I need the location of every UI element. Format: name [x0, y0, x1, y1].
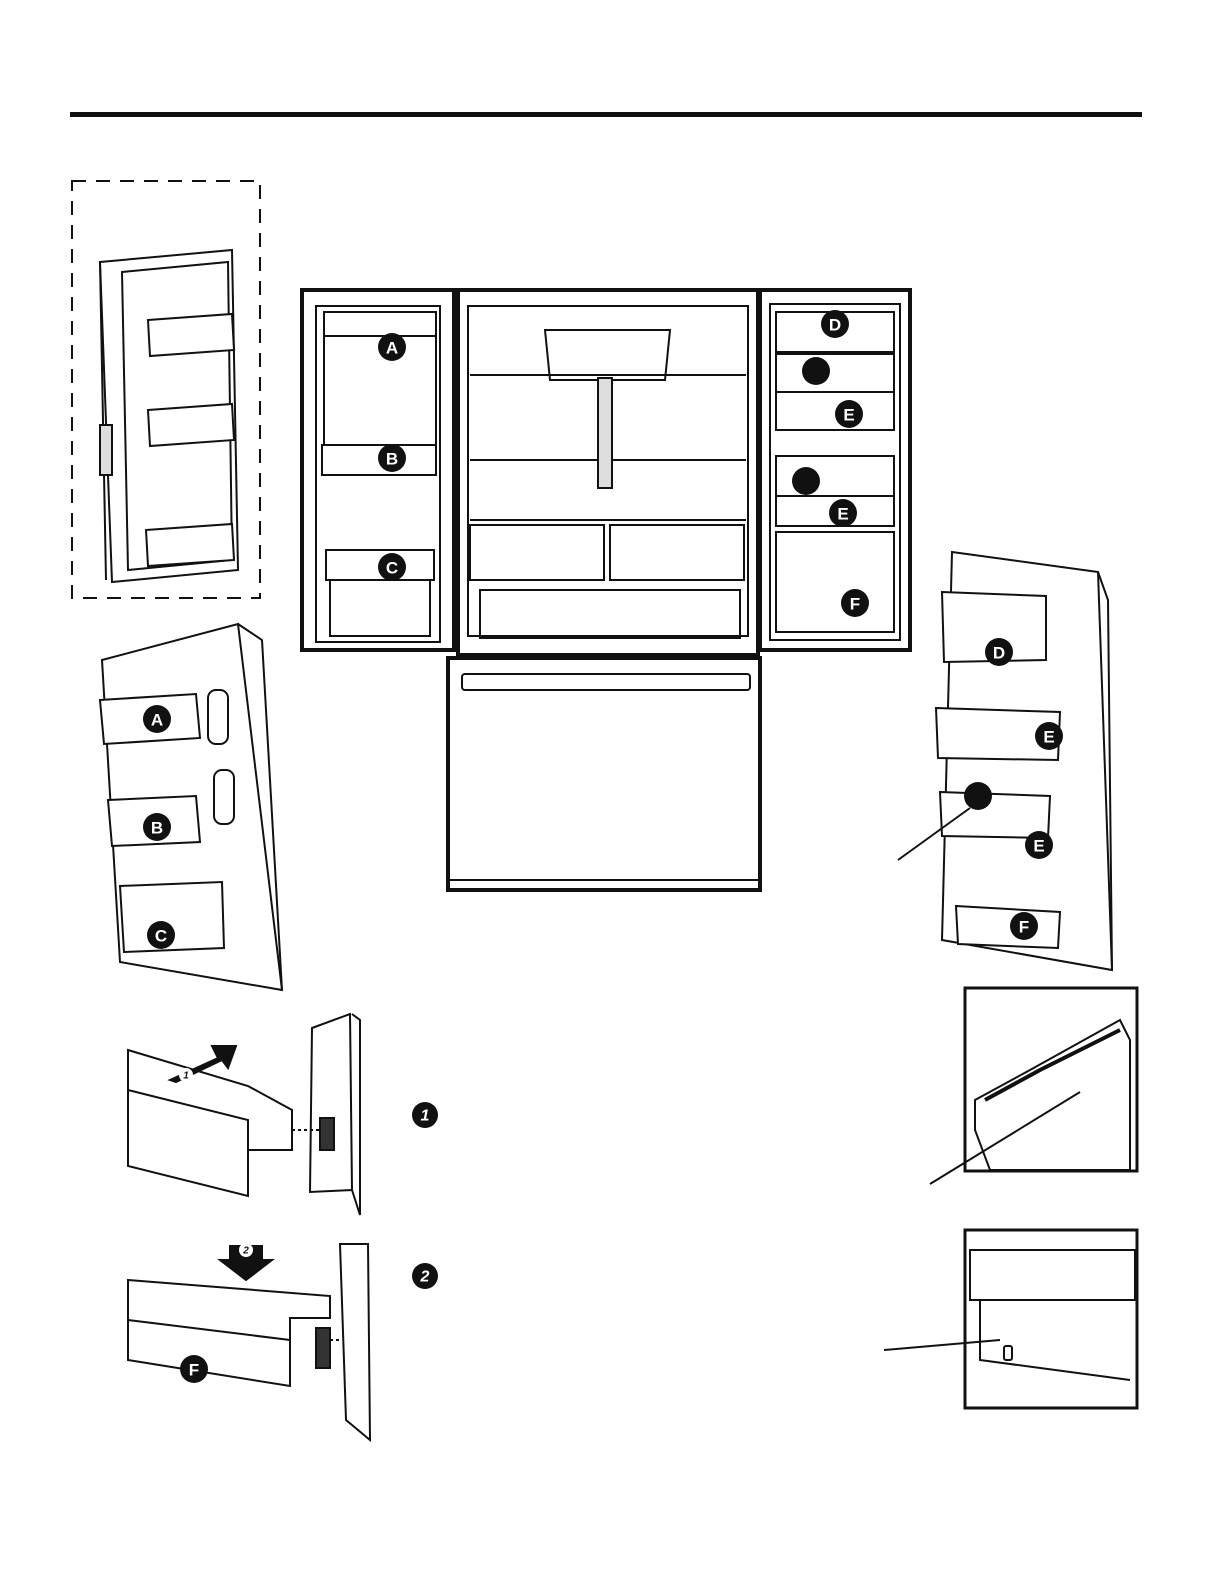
svg-text:C: C: [386, 559, 398, 578]
right-door-large: [936, 552, 1112, 970]
svg-text:F: F: [1019, 918, 1029, 937]
svg-text:C: C: [155, 927, 167, 946]
badge-center-a: A: [378, 333, 406, 361]
center-cabinet: [458, 290, 758, 655]
inset-door-reference: [72, 181, 260, 598]
svg-text:1: 1: [183, 1071, 189, 1082]
badge-left-door-b: B: [143, 813, 171, 841]
unlabeled-dot-center-2: [792, 467, 820, 495]
step-badge-2: 2: [412, 1263, 438, 1289]
svg-text:E: E: [1033, 837, 1044, 856]
svg-text:F: F: [189, 1361, 199, 1380]
center-right-door: [760, 290, 910, 650]
unlabeled-dot-center-1: [802, 357, 830, 385]
badge-right-door-e-lower: E: [1025, 831, 1053, 859]
svg-text:B: B: [386, 450, 398, 469]
badge-right-door-e-upper: E: [1035, 722, 1063, 750]
svg-text:A: A: [386, 339, 398, 358]
svg-text:2: 2: [242, 1246, 249, 1257]
svg-text:B: B: [151, 819, 163, 838]
arrow-number-1: 1: [179, 1068, 193, 1082]
detail-box-2: [965, 1230, 1137, 1408]
svg-text:A: A: [151, 711, 163, 730]
svg-text:1: 1: [421, 1108, 430, 1125]
step-1-illustration: [128, 1014, 360, 1215]
badge-center-b: B: [378, 444, 406, 472]
svg-text:E: E: [1043, 728, 1054, 747]
badge-right-door-f: F: [1010, 912, 1038, 940]
step-2-illustration: [128, 1244, 370, 1440]
step-badge-1: 1: [412, 1102, 438, 1128]
detail-box-1: [965, 988, 1137, 1171]
svg-text:2: 2: [420, 1269, 430, 1286]
left-door-large: [100, 624, 282, 990]
svg-text:E: E: [843, 406, 854, 425]
badge-center-d: D: [821, 310, 849, 338]
inset-door-illustration: [100, 250, 238, 582]
badge-center-e-upper: E: [835, 400, 863, 428]
badge-step2-f: F: [180, 1355, 208, 1383]
badge-left-door-c: C: [147, 921, 175, 949]
center-left-door: [302, 290, 454, 650]
header-rule: [70, 112, 1142, 117]
svg-text:D: D: [829, 316, 841, 335]
svg-text:E: E: [837, 505, 848, 524]
badge-right-door-d: D: [985, 638, 1013, 666]
badge-center-c: C: [378, 553, 406, 581]
svg-text:F: F: [850, 595, 860, 614]
arrow-number-2: 2: [239, 1243, 253, 1257]
badge-center-e-lower: E: [829, 499, 857, 527]
unlabeled-dot-right-door: [964, 782, 992, 810]
svg-text:D: D: [993, 644, 1005, 663]
badge-center-f: F: [841, 589, 869, 617]
badge-left-door-a: A: [143, 705, 171, 733]
center-freezer-drawer: [448, 658, 760, 890]
